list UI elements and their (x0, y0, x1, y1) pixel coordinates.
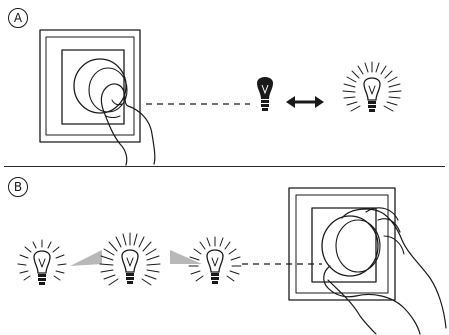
dimmer-switch-plate (288, 187, 396, 301)
bulb-dim-icon (17, 239, 67, 285)
turning-hand (323, 207, 447, 335)
step-label-b: B (8, 177, 28, 197)
step-label-a: A (8, 8, 28, 28)
dimmer-knob (73, 58, 128, 114)
ramp-triangle-icon (70, 250, 102, 266)
ramp-triangle-icon (170, 250, 202, 264)
pressing-hand (100, 83, 156, 166)
double-arrow-icon (286, 96, 324, 108)
bulb-off-icon (257, 77, 273, 111)
bulb-medium-icon (188, 236, 242, 284)
panel-b: B (0, 168, 449, 335)
panel-a: A (0, 0, 449, 166)
section-divider (4, 166, 445, 167)
bulb-on-icon (342, 61, 402, 112)
dimmer-switch-plate (39, 29, 141, 143)
dimmer-knob (321, 215, 381, 277)
panel-a-illustration (39, 29, 402, 166)
panel-b-illustration (17, 187, 447, 335)
bulb-bright-icon (99, 232, 161, 286)
